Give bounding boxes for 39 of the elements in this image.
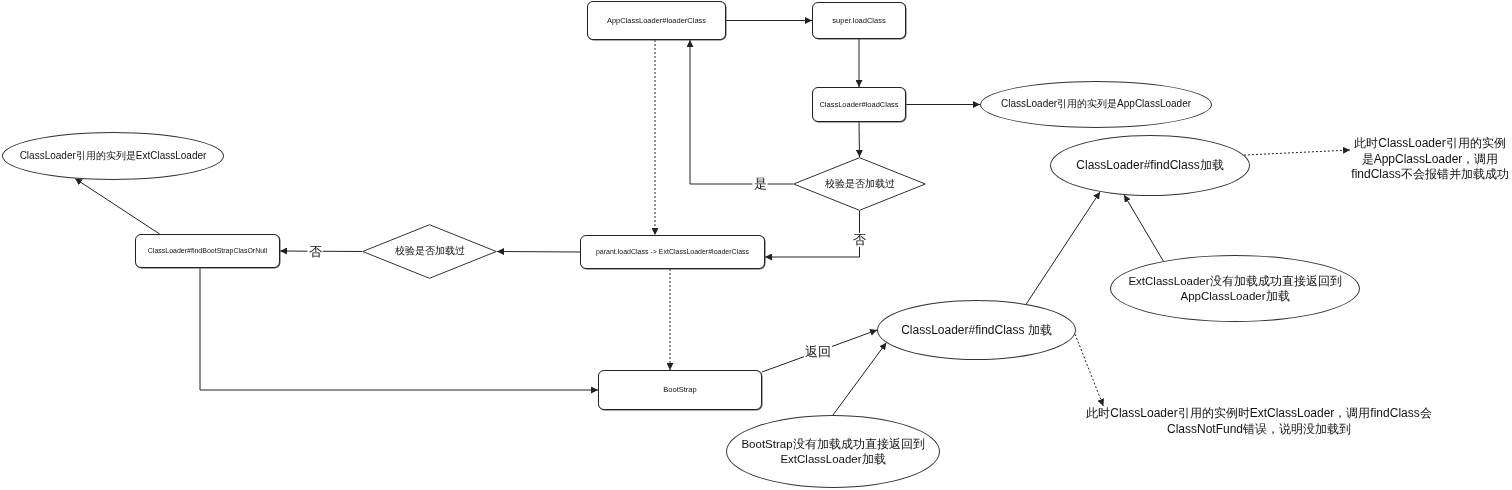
node-label: 校验是否加载过 bbox=[823, 177, 896, 191]
edge-label: 返回 bbox=[804, 344, 832, 359]
edge-label: 是 bbox=[752, 176, 768, 192]
flow-arrow bbox=[1123, 194, 1164, 262]
oval-node bbox=[877, 300, 1076, 360]
process-box bbox=[812, 87, 906, 122]
process-box bbox=[580, 235, 765, 269]
flow-arrow bbox=[1025, 191, 1101, 305]
flow-arrow bbox=[496, 248, 581, 256]
dashed-arrow bbox=[1243, 146, 1351, 156]
node-label: 校验是否加载过 bbox=[393, 245, 466, 258]
flow-arrow bbox=[905, 101, 981, 108]
decision-diamond bbox=[793, 157, 926, 211]
dashed-arrow bbox=[666, 268, 674, 371]
node-label: ClassLoader引用的实列是AppClassLoader bbox=[999, 98, 1193, 111]
process-box bbox=[812, 2, 906, 39]
annotation-text: 此时ClassLoader引用的实例时ExtClassLoader，调用findClass会ClassNotFund错误，说明没加载到 bbox=[1078, 406, 1440, 438]
flow-arrow bbox=[74, 178, 161, 235]
process-box bbox=[587, 1, 726, 40]
annotation-text: 此时ClassLoader引用的实例是AppClassLoader，调用findClass不会报错并加载成功 bbox=[1350, 136, 1510, 183]
flow-arrow bbox=[832, 342, 887, 416]
flow-arrow bbox=[279, 247, 363, 255]
flow-arrow bbox=[725, 17, 813, 24]
node-label: BootStrap没有加载成功直接返回到ExtClassLoader加载 bbox=[740, 437, 926, 466]
node-label: ClassLoader#findClass加载 bbox=[1075, 158, 1225, 173]
process-box bbox=[135, 234, 280, 268]
flow-arrow bbox=[686, 39, 794, 185]
decision-diamond bbox=[362, 224, 497, 279]
dashed-arrow bbox=[651, 39, 659, 236]
node-label: ClassLoader#findClass 加载 bbox=[900, 322, 1053, 338]
flow-arrow bbox=[199, 267, 599, 394]
edge-label: 否 bbox=[307, 244, 323, 259]
flow-arrow bbox=[855, 38, 863, 88]
process-box bbox=[598, 370, 762, 410]
flow-arrow bbox=[764, 210, 860, 261]
node-label: ClassLoader引用的实列是ExtClassLoader bbox=[18, 149, 208, 163]
node-label: ExtClassLoader没有加载成功直接返回到AppClassLoader加载 bbox=[1127, 274, 1343, 303]
flow-arrow bbox=[855, 121, 863, 158]
edge-label: 否 bbox=[852, 232, 867, 248]
